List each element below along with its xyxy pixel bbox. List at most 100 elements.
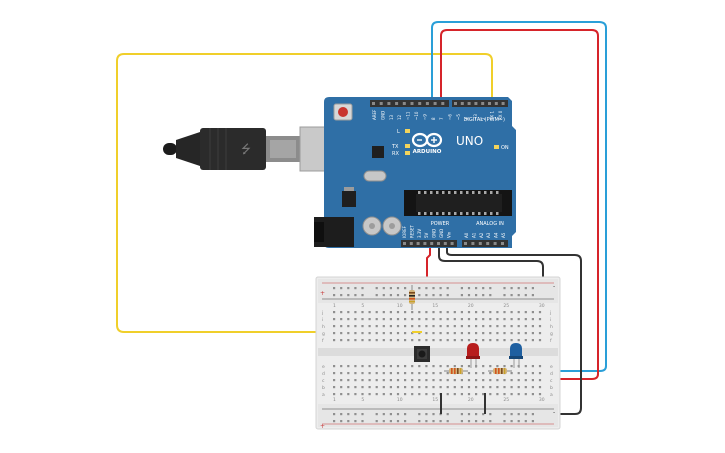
breadboard-hole[interactable] [347,332,350,335]
breadboard-hole[interactable] [467,325,471,328]
rail-hole[interactable] [467,287,471,290]
breadboard-hole[interactable] [382,386,385,389]
breadboard-hole[interactable] [347,339,350,342]
pin-hole[interactable] [460,102,464,105]
breadboard-hole[interactable] [531,393,534,396]
rail-hole[interactable] [418,413,421,416]
breadboard-hole[interactable] [389,365,392,368]
arduino-board[interactable]: DIGITAL (PWM~) L TX RX ARDUINO UNO ON [314,97,516,248]
breadboard-hole[interactable] [524,325,527,328]
breadboard-hole[interactable] [446,332,449,335]
breadboard-hole[interactable] [524,318,527,321]
breadboard-hole[interactable] [538,318,542,321]
breadboard-hole[interactable] [375,365,378,368]
rail-hole[interactable] [425,420,428,423]
resistor-pullup[interactable] [409,285,415,310]
breadboard-hole[interactable] [524,311,527,314]
rail-hole[interactable] [382,287,385,290]
rail-hole[interactable] [396,413,400,416]
breadboard-hole[interactable] [460,318,463,321]
breadboard-hole[interactable] [517,339,520,342]
breadboard-hole[interactable] [489,325,492,328]
breadboard-hole[interactable] [389,332,392,335]
red-wire-signal[interactable] [440,29,599,380]
rail-hole[interactable] [347,294,350,297]
breadboard-hole[interactable] [517,372,520,375]
breadboard-hole[interactable] [482,365,485,368]
breadboard-hole[interactable] [354,311,357,314]
rail-hole[interactable] [531,294,534,297]
blue-wire[interactable] [431,21,607,372]
breadboard-hole[interactable] [382,393,385,396]
rail-hole[interactable] [340,420,343,423]
breadboard-hole[interactable] [418,386,421,389]
rail-hole[interactable] [389,287,392,290]
rail-hole[interactable] [503,413,506,416]
rail-hole[interactable] [382,294,385,297]
rail-hole[interactable] [354,287,357,290]
rail-hole[interactable] [333,294,336,297]
breadboard-hole[interactable] [347,325,350,328]
breadboard-hole[interactable] [510,332,513,335]
breadboard-hole[interactable] [538,325,542,328]
breadboard-hole[interactable] [425,372,428,375]
pin-hole[interactable] [423,242,427,245]
breadboard-hole[interactable] [439,372,442,375]
breadboard-hole[interactable] [496,325,499,328]
breadboard-hole[interactable] [510,365,513,368]
rail-hole[interactable] [475,294,478,297]
breadboard-hole[interactable] [389,386,392,389]
breadboard-hole[interactable] [382,372,385,375]
breadboard-hole[interactable] [361,393,364,396]
pin-hole[interactable] [474,102,478,105]
breadboard-hole[interactable] [467,386,471,389]
breadboard-hole[interactable] [503,379,506,382]
breadboard-hole[interactable] [503,365,506,368]
rail-hole[interactable] [396,294,400,297]
breadboard-hole[interactable] [375,311,378,314]
breadboard-hole[interactable] [389,379,392,382]
breadboard-hole[interactable] [361,372,364,375]
rail-hole[interactable] [404,294,407,297]
breadboard-hole[interactable] [354,318,357,321]
breadboard-hole[interactable] [432,325,435,328]
breadboard-hole[interactable] [538,386,542,389]
breadboard-hole[interactable] [368,365,371,368]
breadboard-hole[interactable] [333,379,336,382]
pin-hole[interactable] [430,242,434,245]
power-header[interactable] [401,240,457,247]
rail-hole[interactable] [482,287,485,290]
rail-hole[interactable] [524,287,527,290]
breadboard-hole[interactable] [489,339,492,342]
breadboard-hole[interactable] [340,318,343,321]
analog-header[interactable] [462,240,508,247]
breadboard-hole[interactable] [425,379,428,382]
breadboard-hole[interactable] [389,339,392,342]
breadboard-hole[interactable] [333,339,336,342]
breadboard-hole[interactable] [460,379,463,382]
rail-hole[interactable] [404,420,407,423]
rail-hole[interactable] [489,294,492,297]
breadboard-hole[interactable] [475,339,478,342]
breadboard-hole[interactable] [446,365,449,368]
breadboard-hole[interactable] [489,365,492,368]
breadboard-hole[interactable] [439,332,442,335]
breadboard-hole[interactable] [361,311,364,314]
breadboard-hole[interactable] [340,386,343,389]
rail-hole[interactable] [361,413,364,416]
breadboard-hole[interactable] [439,311,442,314]
breadboard-hole[interactable] [453,393,456,396]
breadboard-hole[interactable] [432,379,435,382]
breadboard-hole[interactable] [404,318,407,321]
rail-hole[interactable] [524,413,527,416]
rail-hole[interactable] [510,420,513,423]
rail-hole[interactable] [389,294,392,297]
rail-hole[interactable] [382,420,385,423]
breadboard-hole[interactable] [361,325,364,328]
breadboard-hole[interactable] [361,318,364,321]
rail-hole[interactable] [375,413,378,416]
rail-hole[interactable] [333,420,336,423]
breadboard-hole[interactable] [531,311,534,314]
breadboard-hole[interactable] [453,379,456,382]
